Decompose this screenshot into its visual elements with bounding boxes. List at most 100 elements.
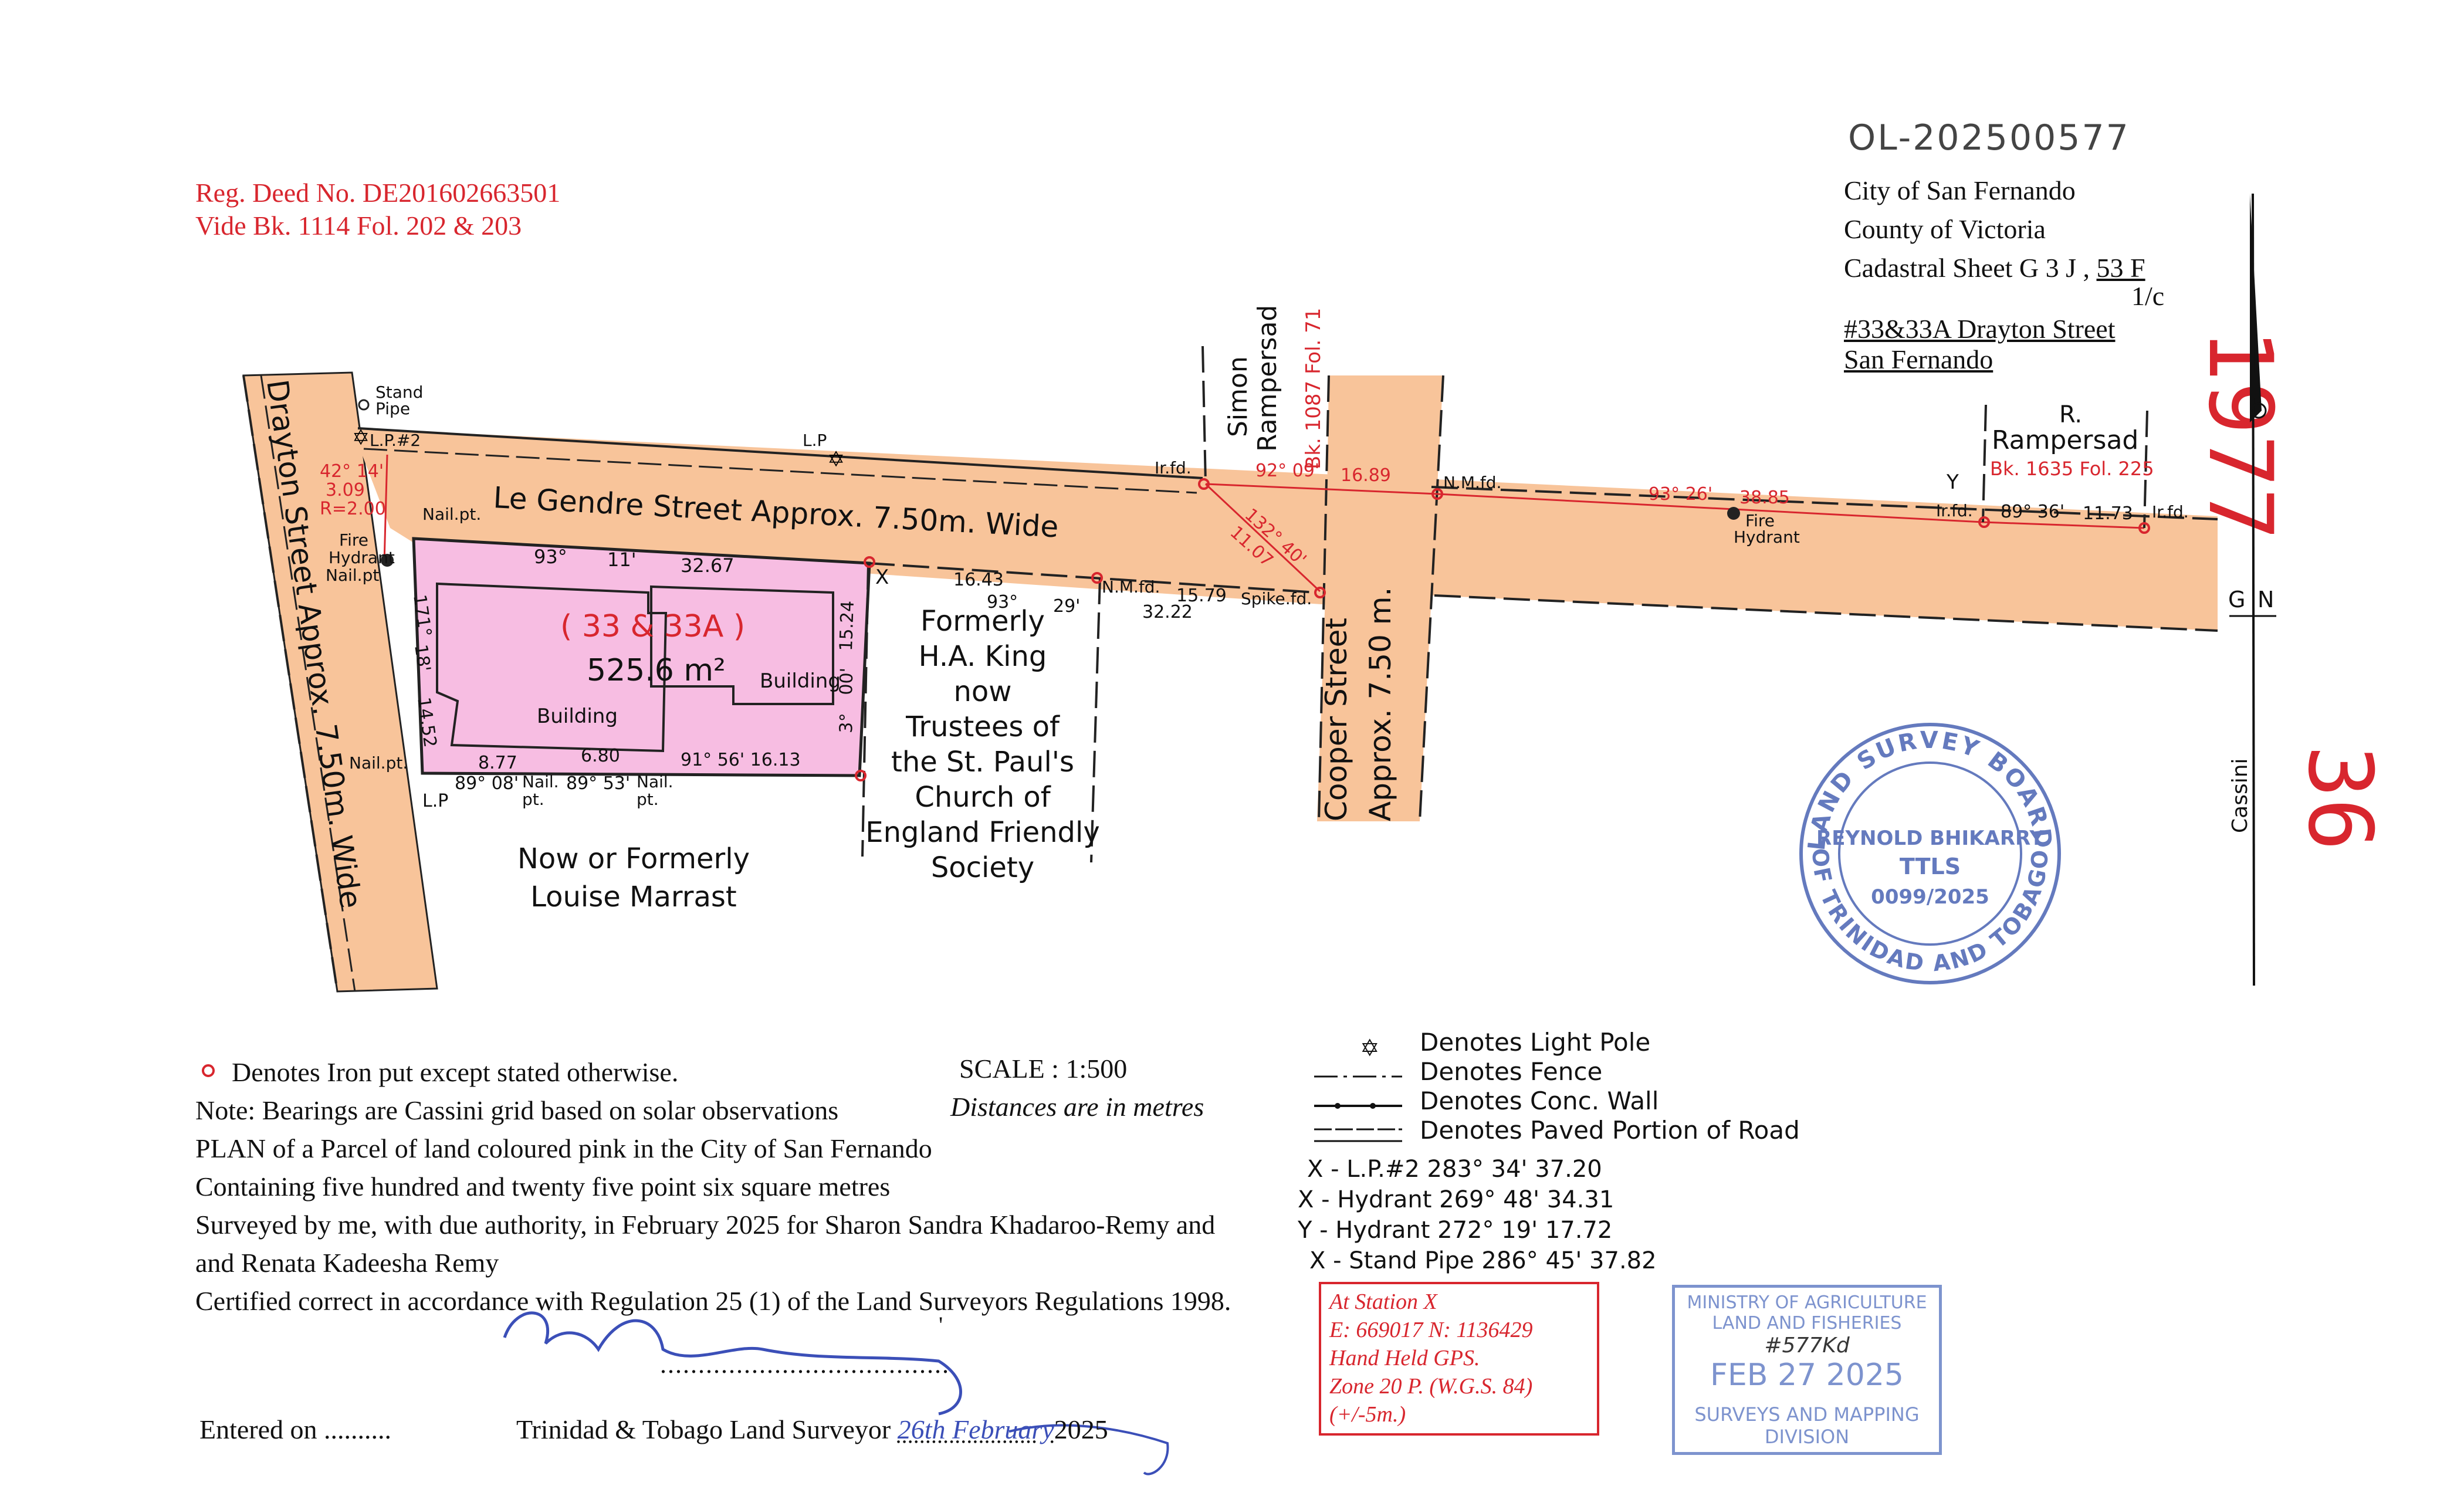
address-line-1: #33&33A Drayton Street [1844, 314, 2116, 344]
entered-on: Entered on .......... [199, 1414, 392, 1444]
nmfd-1: N.M.fd. [1102, 577, 1160, 597]
lp2-label: L.P.#2 [370, 431, 421, 450]
parcel-label: ( 33 & 33A ) [560, 609, 745, 644]
grid-north-g: G [2228, 587, 2245, 612]
tie-hydrant-y: Y - Hydrant 272° 19' 17.72 [1298, 1217, 1613, 1244]
north-line [2252, 193, 2255, 986]
cooper-label-1: Cooper Street [1319, 618, 1353, 821]
le-gendre-north-edge [357, 427, 1203, 479]
county-name: County of Victoria [1844, 214, 2046, 244]
bearing-8953: 89° 53' [566, 773, 630, 794]
vide-reference: Vide Bk. 1114 Fol. 202 & 203 [195, 211, 522, 241]
iron-put-legend-icon [202, 1064, 215, 1077]
city-name: City of San Fernando [1844, 175, 2076, 205]
notes-block: Denotes Iron put except stated otherwise… [195, 1053, 1231, 1320]
le-gendre-paved-north [363, 448, 1197, 494]
note-plan: PLAN of a Parcel of land coloured pink i… [195, 1133, 932, 1163]
distance-1524: 15.24 [836, 600, 858, 651]
reg-deed-block: Reg. Deed No. DE201602663501 Vide Bk. 11… [195, 174, 560, 245]
cadastral-sheet: Cadastral Sheet G 3 J , 53 F [1844, 249, 2164, 287]
irfd-right: Ir.fd. [2152, 502, 2189, 522]
light-pole-symbol-1: ✡ [352, 426, 370, 450]
ministry-received-stamp: MINISTRY OF AGRICULTURE LAND AND FISHERI… [1672, 1285, 1942, 1455]
fence-r-rampersad-east [2143, 410, 2148, 529]
fence-king-east [1090, 577, 1101, 863]
cassini-label: Cassini [2228, 758, 2252, 833]
legend-light-pole: Denotes Light Pole [1420, 1028, 1651, 1057]
fire-hydrant-left-symbol [381, 554, 394, 567]
iron-pin-5 [1314, 587, 1326, 598]
red-boundary-north [1205, 483, 2145, 529]
formerly-line-1: H.A. King [919, 640, 1047, 673]
nail-pt-b: Nail.pt [326, 566, 379, 585]
building-right [650, 585, 834, 705]
north-circle [2250, 402, 2267, 419]
land-survey-board-stamp: LAND SURVEY BOARD OF TRINIDAD AND TOBAGO… [1799, 723, 2061, 984]
station-line-5: (+/-5m.) [1329, 1402, 1406, 1427]
ministry-handwritten: #577Kd [1764, 1333, 1850, 1358]
cooper-east-edge [1419, 375, 1444, 822]
legend-conc-wall: Denotes Conc. Wall [1420, 1087, 1659, 1115]
nail-pt-d-2: pt. [522, 790, 544, 809]
iron-pin-1 [1198, 478, 1210, 490]
distance-1173: 11.73 [2083, 503, 2133, 524]
station-line-4: Zone 20 P. (W.G.S. 84) [1329, 1374, 1533, 1399]
fire-hydrant-right-symbol [1727, 507, 1740, 520]
reg-deed-number: Reg. Deed No. DE201602663501 [195, 178, 561, 208]
iron-pin-3 [1978, 516, 1990, 528]
cooper-label-2: Approx. 7.50 m. [1363, 587, 1397, 821]
ministry-line-1: MINISTRY OF AGRICULTURE [1687, 1292, 1927, 1313]
station-line-2: E: 669017 N: 1136429 [1329, 1318, 1533, 1342]
legend-wall-dot-1 [1335, 1103, 1341, 1109]
distance-877: 8.77 [478, 753, 517, 773]
note-surveyed-2: and Renata Kadeesha Remy [195, 1248, 499, 1278]
le-gendre-north-edge-2 [1431, 486, 2218, 520]
iron-pin-6 [1091, 572, 1103, 584]
fence-east-parcel [861, 563, 869, 857]
bearing-9209: 92° 09' [1255, 461, 1319, 481]
grid-north-n: N [2257, 587, 2274, 612]
formerly-line-2: now [953, 675, 1011, 708]
building-right-label: Building [760, 669, 841, 693]
tie-stand-pipe: X - Stand Pipe 286° 45' 37.82 [1309, 1247, 1657, 1274]
r-rampersad-2: Rampersad [1992, 425, 2138, 455]
drayton-west-inner [260, 375, 356, 992]
nail-pt-e-1: Nail. [637, 772, 673, 791]
station-x: X [875, 566, 889, 589]
cadastral-number: 53 F [2096, 253, 2145, 283]
signature-dotted-line: ...................................... [660, 1350, 950, 1379]
ministry-line-2: LAND AND FISHERIES [1712, 1313, 1902, 1333]
distance-680: 6.80 [581, 746, 620, 766]
formerly-line-5: Church of [915, 781, 1051, 814]
light-pole-symbol-2: ✡ [827, 448, 845, 472]
gps-station-box: At Station X E: 669017 N: 1136429 Hand H… [1319, 1282, 1599, 1436]
iron-pin-7 [864, 556, 875, 568]
ministry-line-4: SURVEYS AND MAPPING [1694, 1403, 1920, 1426]
nail-pt-e-2: pt. [637, 790, 659, 809]
stamp-ttls: TTLS [1900, 854, 1961, 879]
ministry-line-5: DIVISION [1764, 1426, 1850, 1448]
station-line-3: Hand Held GPS. [1329, 1346, 1480, 1370]
formerly-line-0: Formerly [920, 605, 1045, 638]
formerly-line-3: Trustees of [905, 710, 1060, 743]
iron-pin-8 [855, 770, 867, 781]
fence-r-rampersad-west [1982, 404, 1987, 523]
formerly-line-6: England Friendly [865, 816, 1099, 849]
note-containing: Containing five hundred and twenty five … [195, 1172, 891, 1201]
signature-tick: ' [939, 1312, 943, 1338]
iron-pin-4 [2138, 522, 2150, 534]
note-scale: SCALE : 1:500 [959, 1054, 1128, 1084]
address-line-2: San Fernando [1844, 344, 1993, 374]
ministry-date: FEB 27 2025 [1710, 1358, 1904, 1393]
station-line-1: At Station X [1329, 1289, 1437, 1314]
fire-hydrant-right-1: Fire [1745, 511, 1775, 530]
note-bearings: Note: Bearings are Cassini grid based on… [195, 1095, 839, 1125]
bearing-top-min: 11' [607, 549, 637, 571]
marrast-line-2: Louise Marrast [530, 881, 737, 913]
date-scribble [1008, 1424, 1169, 1475]
bearing-18: 18' [410, 643, 434, 673]
curve-radius: R=2.00 [320, 499, 386, 519]
north-arrow-icon [2250, 194, 2262, 422]
red-boundary-west-curve [383, 454, 388, 564]
stand-pipe-2: Pipe [375, 399, 410, 418]
